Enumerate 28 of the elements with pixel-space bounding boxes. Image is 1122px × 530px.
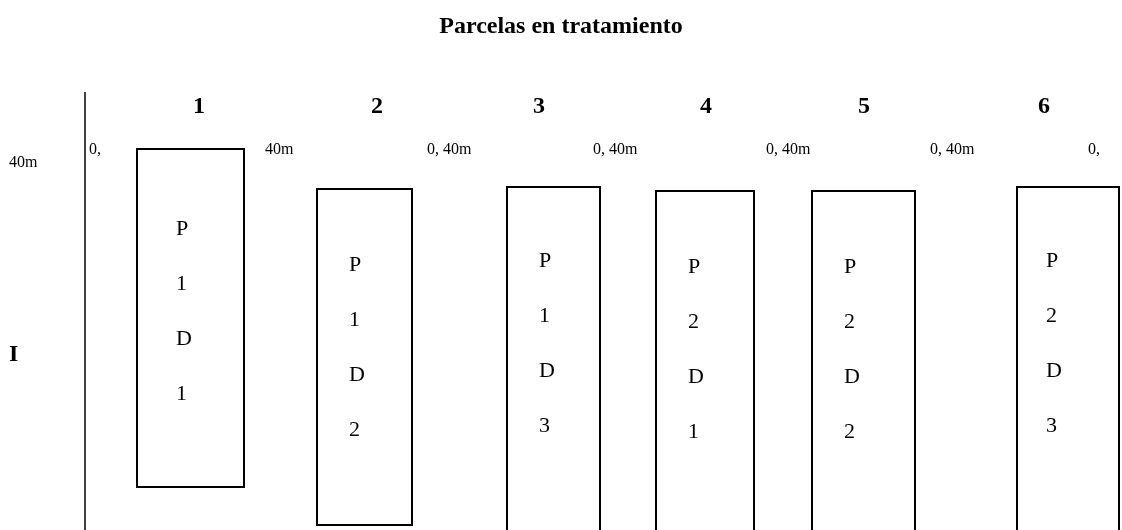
block-label: I: [9, 340, 19, 367]
plot-label: P 2 D 2: [844, 252, 861, 445]
plot-label: P 1 D 2: [349, 250, 366, 443]
title: Parcelas en tratamiento: [438, 12, 684, 39]
plot-label: P 1 D 3: [539, 246, 556, 439]
distance-label: 40m: [265, 140, 294, 158]
column-number: 5: [858, 92, 870, 119]
column-number: 4: [700, 92, 712, 119]
plot-label: P 2 D 1: [688, 252, 705, 445]
plot-label: P 2 D 3: [1046, 246, 1063, 439]
plot-box: [1016, 186, 1120, 530]
column-number: 3: [533, 92, 545, 119]
distance-label: 0, 40m: [930, 140, 975, 158]
distance-label: 0, 40m: [766, 140, 811, 158]
plot-box: [811, 190, 916, 530]
column-number: 2: [371, 92, 383, 119]
column-number: 6: [1038, 92, 1050, 119]
plot-box: [655, 190, 755, 530]
distance-label: 0, 40m: [427, 140, 472, 158]
distance-label: 0,: [89, 140, 101, 158]
distance-label: 0,: [1088, 140, 1100, 158]
distance-label: 0, 40m: [593, 140, 638, 158]
column-number: 1: [193, 92, 205, 119]
plot-box: [136, 148, 245, 488]
plot-box: [316, 188, 413, 526]
distance-label: 40m: [9, 153, 38, 171]
plot-label: P 1 D 1: [176, 214, 193, 407]
plot-box: [506, 186, 601, 530]
